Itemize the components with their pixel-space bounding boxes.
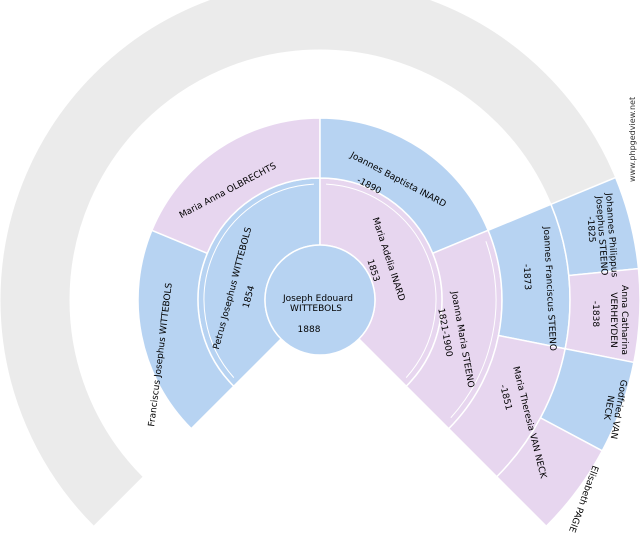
root-person-label: Joseph Edouard WITTEBOLS 1888	[282, 294, 353, 335]
root-dates: 1888	[298, 325, 321, 335]
root-person-circle[interactable]	[264, 244, 376, 356]
separator-arc	[326, 183, 437, 378]
label-ggg-ff: Johannes Philippus Josephus STEENO -1825	[585, 192, 619, 278]
root-name-line1: Joseph Edouard	[282, 294, 353, 304]
wedge-ggg-mm[interactable]	[495, 416, 604, 528]
root-name-line2: WITTEBOLS	[290, 304, 342, 314]
ggg-fm-name-line1: Anna Catharina	[619, 285, 629, 355]
ggg-fm-name-line2: VERHEYDEN	[608, 292, 618, 347]
watermark-logo: www.phpgedview.net	[628, 97, 637, 182]
separator-arc	[450, 241, 497, 419]
ggg-fm-dates: -1838	[590, 301, 600, 327]
watermark-text: www.phpgedview.net	[628, 97, 637, 182]
separator-arc	[203, 183, 314, 378]
gg-father-dates: -1873	[521, 264, 532, 291]
ggg-mf-name-line2: NECK	[601, 394, 615, 421]
label-ggg-fm: Anna Catharina VERHEYDEN -1838	[590, 285, 629, 355]
ggg-ff-dates: -1825	[585, 216, 597, 243]
